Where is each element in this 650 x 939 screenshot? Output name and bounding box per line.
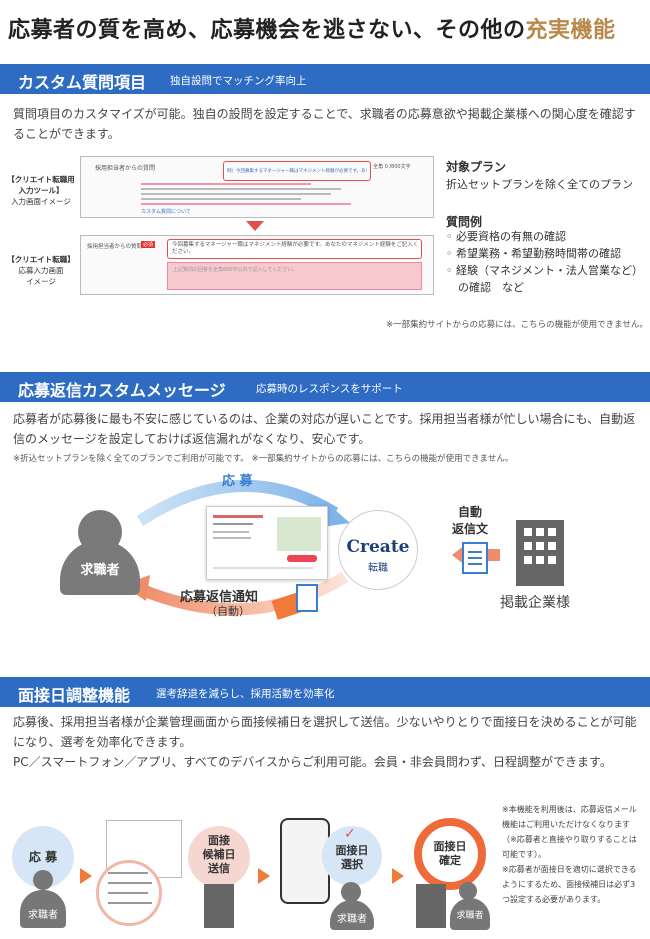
arrow-right-icon [258,868,270,884]
logo-main: Create [346,537,410,557]
notify-sub-label: （自動） [206,605,250,618]
section-subtitle: 独自設問でマッチング率向上 [170,75,307,87]
seeker-head-icon [341,882,361,902]
section-title: 面接日調整機能 [18,686,131,705]
notify-arc [137,571,349,616]
mail-screenshot [206,506,328,580]
examples-title: 質問例 [446,215,483,229]
seeker-body-icon [20,890,66,928]
document-icon [462,542,488,574]
section-subtitle: 選考辞退を減らし、採用活動を効率化 [156,688,335,700]
apply-arrowhead [322,501,350,527]
select-step-label: 面接日選択 [335,844,369,871]
company-label: 掲載企業様 [500,595,570,611]
apply-arc [136,479,339,527]
question-box [223,161,371,181]
logo-sub: 転職 [368,563,388,574]
building-icon [416,884,446,928]
check-icon: ✓ [344,826,356,842]
list-item: ◦ 必要資格の有無の確認 [446,230,566,243]
input-tool-screenshot: 採用担当者からの質問 例）今回募集するマネージャー職はマネジメント経験が必要です… [80,156,434,218]
notice-document-icon [296,584,318,612]
page-headline: 応募者の質を高め、応募機会を逃さない、その他の充実機能 [8,12,616,44]
section-custom-questions-header: カスタム質問項目 独自設問でマッチング率向上 [0,64,650,94]
examples-list: ◦ 必要資格の有無の確認 ◦ 希望業務・希望勤務時間帯の確認 ◦ 経験（マネジメ… [446,230,643,294]
section-body: 応募者が応募後に最も不安に感じているのは、企業の対応が遅いことです。採用担当者様… [13,412,636,446]
plan-text: 折込セットプランを除く全てのプラン [446,178,633,191]
arrow-down-icon [246,221,264,231]
label-apply-screen: 【クリエイト転職】応募入力画面イメージ [7,255,75,286]
seeker-body-icon [450,898,490,930]
seeker-body-icon [330,900,374,930]
apply-label: 応 募 [222,474,253,489]
plan-title: 対象プラン [446,160,507,174]
seeker-label: 求職者 [456,911,484,921]
auto-reply-label: 自動返信文 [452,505,489,536]
seeker-head-icon [459,882,477,900]
reply-flow-diagram [122,479,500,616]
section-body: 応募後、採用担当者様が企業管理画面から面接候補日を選択して送信。少ないやりとりで… [13,715,637,749]
send-step-label: 面接候補日送信 [202,834,236,875]
notify-label: 応募返信通知 [180,590,259,605]
section-reply-message-header: 応募返信カスタムメッセージ 応募時のレスポンスをサポート [0,372,650,402]
interview-notes: ※本機能を利用後は、応募返信メール機能はご利用いただけなくなります（※応募者と直… [502,805,637,904]
apply-screen-screenshot: 採用担当者からの質問 必須 今回募集するマネージャー職はマネジメント経験が必要で… [80,235,434,295]
confirm-step-label: 面接日確定 [433,840,467,867]
list-item: ◦ 経験（マネジメント・法人営業など） [446,264,643,277]
headline-accent: 充実機能 [525,18,616,43]
section-note: ※折込セットプランを除く全てのプランでご利用が可能です。 ※一部集約サイトからの… [13,454,514,464]
section-body: 質問項目のカスタマイズが可能。独自の設問を設定することで、求職者の応募意欲や掲載… [13,107,636,141]
select-circle [322,826,382,886]
section-body-devices: PC／スマートフォン／アプリ、すべてのデバイスからご利用可能。会員・非会員問わず… [13,755,612,769]
building-icon [516,520,564,586]
seeker-label: 求職者 [28,910,58,921]
smartphone-icon [280,818,330,904]
apply-step-label: 応 募 [28,850,58,864]
arrow-right-icon [392,868,404,884]
section-title: 応募返信カスタムメッセージ [18,381,226,400]
confirm-circle [414,818,486,890]
section-title: カスタム質問項目 [18,73,147,92]
section-subtitle: 応募時のレスポンスをサポート [256,383,403,395]
section-note: ※一部集約サイトからの応募には、こちらの機能が使用できません。 [386,320,648,330]
headline-main: 応募者の質を高め、応募機会を逃さない、その他の [8,18,526,43]
label-input-tool: 【クリエイト転職用入力ツール】入力画面イメージ [7,175,75,206]
building-icon [204,884,234,928]
arrow-right-icon [80,868,92,884]
create-logo [338,510,418,590]
send-circle [188,826,250,888]
seeker-head-icon [33,870,53,890]
seeker-label: 求職者 [337,914,367,925]
list-item: ◦ 希望業務・希望勤務時間帯の確認 [446,247,621,260]
seeker-label: 求職者 [80,563,120,578]
section-interview-header: 面接日調整機能 選考辞退を減らし、採用活動を効率化 [0,677,650,707]
